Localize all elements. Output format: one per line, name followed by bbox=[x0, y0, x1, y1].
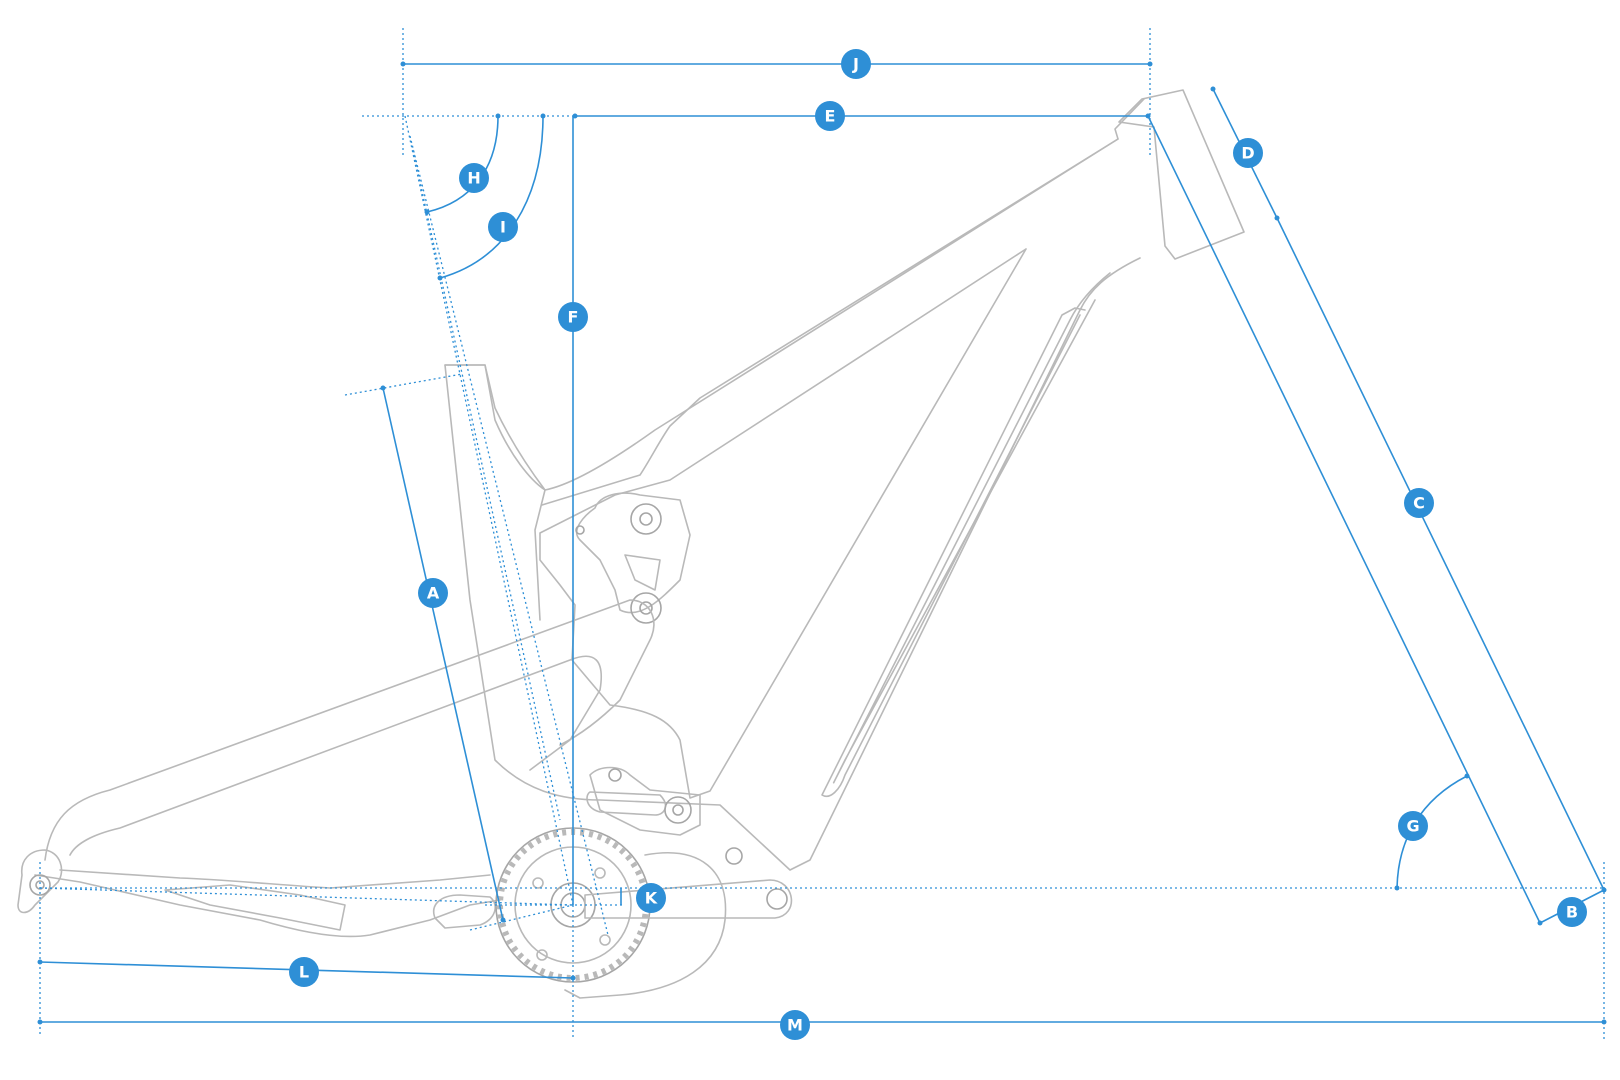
seat-tube bbox=[444, 364, 546, 621]
lower-pivot-inner bbox=[672, 804, 684, 816]
chainring-bolt-1 bbox=[532, 877, 544, 889]
seat-angle-line-2 bbox=[409, 135, 609, 936]
chainstay-axis-2 bbox=[469, 904, 574, 931]
badge-m: M bbox=[780, 1010, 810, 1040]
badge-j: J bbox=[841, 49, 871, 79]
badge-b-text: B bbox=[1566, 903, 1578, 922]
rocker-window bbox=[624, 554, 661, 591]
badge-k: K bbox=[636, 883, 666, 913]
badge-g: G bbox=[1398, 811, 1428, 841]
rocker-pivot-top bbox=[630, 503, 662, 535]
inner-triangle bbox=[539, 248, 1027, 799]
badge-f-text: F bbox=[568, 308, 579, 327]
badge-d: D bbox=[1233, 138, 1263, 168]
dimension-labels: A B C D E F G H I J K L bbox=[289, 49, 1587, 1040]
chainstay-cutout bbox=[433, 894, 496, 929]
top-tube bbox=[541, 138, 1119, 506]
dim-i-arc bbox=[439, 115, 544, 279]
badge-k-text: K bbox=[645, 889, 658, 908]
dim-h-arc bbox=[426, 115, 499, 213]
rocker-link bbox=[575, 492, 691, 614]
head-tube bbox=[1118, 89, 1245, 260]
seat-angle-line-1 bbox=[404, 115, 574, 906]
badge-f: F bbox=[558, 302, 588, 332]
badge-c: C bbox=[1404, 488, 1434, 518]
badge-i: I bbox=[488, 212, 518, 242]
dim-a-line bbox=[382, 387, 504, 921]
badge-g-text: G bbox=[1406, 817, 1419, 836]
chain-stay-top bbox=[59, 869, 491, 889]
badge-e: E bbox=[815, 101, 845, 131]
dim-c-line bbox=[1276, 217, 1605, 891]
badge-l-text: L bbox=[299, 963, 309, 982]
badge-b: B bbox=[1557, 897, 1587, 927]
chain-guide bbox=[564, 852, 727, 999]
seat-stay bbox=[44, 599, 655, 861]
dimension-lines bbox=[37, 28, 1607, 1040]
rocker-pivot-bottom-inner bbox=[639, 601, 653, 615]
rear-dropout bbox=[17, 849, 63, 914]
rocker-pivot-top-inner bbox=[639, 512, 653, 526]
badge-a: A bbox=[418, 578, 448, 608]
rocker-pivot-bottom bbox=[630, 592, 662, 624]
badge-h: H bbox=[459, 163, 489, 193]
badge-i-text: I bbox=[500, 218, 506, 237]
badge-e-text: E bbox=[825, 107, 836, 126]
lower-link-bolt bbox=[608, 768, 622, 782]
badge-j-text: J bbox=[852, 55, 859, 74]
chainring-bolt-4 bbox=[599, 934, 611, 946]
badge-l: L bbox=[289, 957, 319, 987]
pedal-bolt bbox=[766, 888, 788, 910]
chainring-bolt-3 bbox=[536, 949, 548, 961]
down-tube-inner bbox=[832, 272, 1111, 784]
bike-frame bbox=[17, 89, 1245, 999]
badge-a-text: A bbox=[427, 584, 440, 603]
badge-d-text: D bbox=[1241, 144, 1254, 163]
crank-arm bbox=[584, 879, 793, 919]
rear-axle bbox=[29, 874, 51, 896]
down-tube-edge bbox=[821, 307, 1086, 797]
chainstay-protector bbox=[164, 884, 346, 931]
seat-angle-line-3 bbox=[412, 149, 561, 821]
chain-stay bbox=[34, 874, 501, 938]
dim-a-ext bbox=[344, 373, 463, 396]
chainstay-axis-1 bbox=[39, 887, 574, 906]
rocker-bolt bbox=[575, 525, 585, 535]
badge-m-text: M bbox=[787, 1016, 803, 1035]
steering-axis bbox=[1147, 115, 1541, 924]
chainring-bolt-2 bbox=[594, 867, 606, 879]
badge-h-text: H bbox=[467, 169, 480, 188]
badge-c-text: C bbox=[1413, 494, 1425, 513]
frame-bolt bbox=[725, 847, 743, 865]
lower-link-slot bbox=[586, 791, 667, 816]
lower-pivot bbox=[664, 796, 692, 824]
lower-link bbox=[589, 766, 701, 836]
seat-stay-inner bbox=[69, 655, 602, 856]
